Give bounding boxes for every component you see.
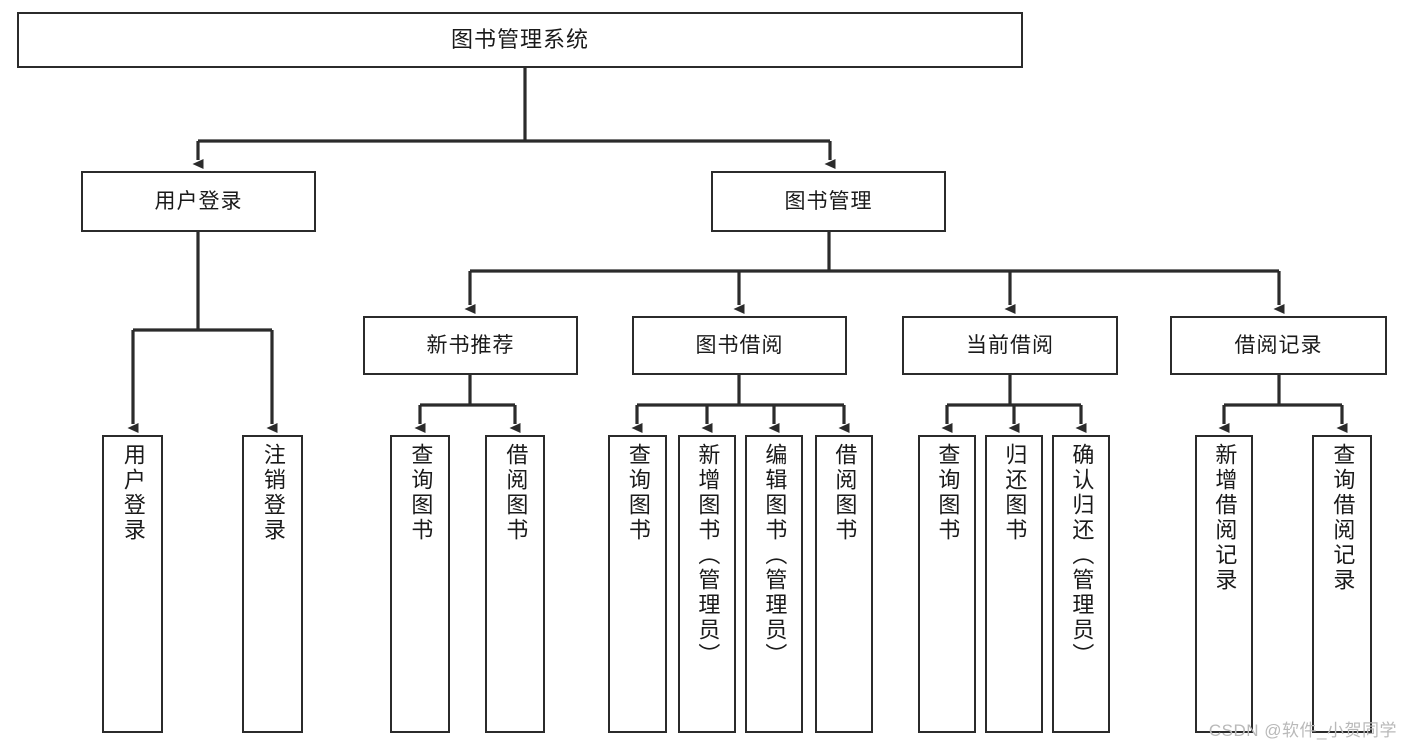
node-leaf-borrow-book-2[interactable]: 借阅图书 [815,435,873,733]
node-root-label: 图书管理系统 [450,26,589,52]
node-leaf-query-book-3[interactable]: 查询图书 [918,435,976,733]
node-book-borrow[interactable]: 图书借阅 [632,316,847,375]
node-current-borrow[interactable]: 当前借阅 [902,316,1118,375]
node-user-login-label: 用户登录 [154,189,243,213]
node-leaf-query-book-1[interactable]: 查询图书 [390,435,450,733]
node-leaf-borrow-book-1-label: 借阅图书 [503,443,529,543]
node-leaf-borrow-book-1[interactable]: 借阅图书 [485,435,545,733]
node-leaf-add-record[interactable]: 新增借阅记录 [1195,435,1253,733]
node-leaf-edit-book[interactable]: 编辑图书（管理员） [745,435,803,733]
node-leaf-edit-book-label: 编辑图书（管理员） [762,443,788,668]
node-leaf-add-book-label: 新增图书（管理员） [695,443,721,668]
node-leaf-query-book-2-label: 查询图书 [625,443,651,543]
node-user-login[interactable]: 用户登录 [81,171,316,232]
node-book-management[interactable]: 图书管理 [711,171,946,232]
watermark: CSDN @软件_小贺同学 [1208,721,1397,740]
node-leaf-add-record-label: 新增借阅记录 [1212,443,1238,593]
node-book-management-label: 图书管理 [784,189,873,213]
node-leaf-query-book-1-label: 查询图书 [408,443,434,543]
node-borrow-record-label: 借阅记录 [1234,333,1323,357]
node-borrow-record[interactable]: 借阅记录 [1170,316,1387,375]
node-leaf-confirm-return[interactable]: 确认归还（管理员） [1052,435,1110,733]
node-leaf-return-book-label: 归还图书 [1002,443,1028,543]
node-book-borrow-label: 图书借阅 [695,333,784,357]
node-leaf-user-login-label: 用户登录 [120,443,146,543]
node-new-book-recommend-label: 新书推荐 [426,333,515,357]
node-leaf-query-record[interactable]: 查询借阅记录 [1312,435,1372,733]
node-leaf-logout[interactable]: 注销登录 [242,435,303,733]
node-new-book-recommend[interactable]: 新书推荐 [363,316,578,375]
node-leaf-query-book-3-label: 查询图书 [935,443,961,543]
node-leaf-query-book-2[interactable]: 查询图书 [608,435,667,733]
node-current-borrow-label: 当前借阅 [966,333,1054,357]
node-leaf-confirm-return-label: 确认归还（管理员） [1069,443,1095,668]
node-leaf-query-record-label: 查询借阅记录 [1330,443,1356,593]
node-leaf-user-login[interactable]: 用户登录 [102,435,163,733]
node-leaf-borrow-book-2-label: 借阅图书 [832,443,858,543]
node-leaf-add-book[interactable]: 新增图书（管理员） [678,435,736,733]
node-leaf-return-book[interactable]: 归还图书 [985,435,1043,733]
node-root[interactable]: 图书管理系统 [17,12,1023,68]
node-leaf-logout-label: 注销登录 [260,443,286,543]
